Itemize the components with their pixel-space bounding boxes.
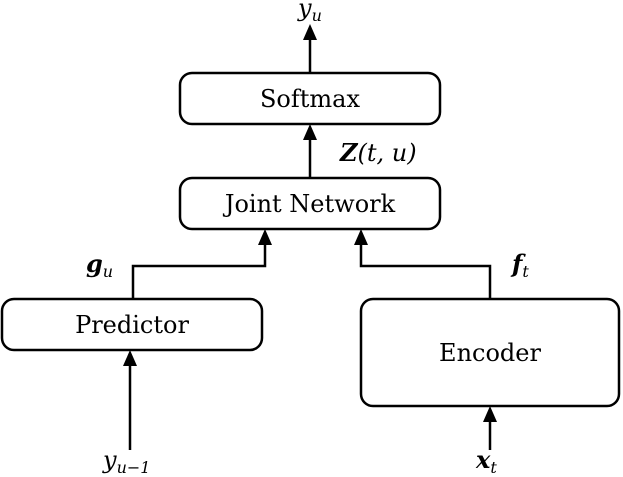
predictor-to-joint-wire [131, 245, 267, 299]
joint-network-label: Joint Network [222, 190, 396, 218]
output-arrowhead [303, 24, 317, 40]
predictor-label: Predictor [75, 311, 189, 339]
joint-network-block [178, 176, 442, 231]
predictor-to-joint-arrowhead [258, 229, 272, 245]
softmax-label: Softmax [260, 85, 360, 113]
predictor-block [0, 297, 264, 352]
encoder-input-arrowhead [483, 406, 497, 422]
softmax-block [178, 71, 442, 126]
joint-to-softmax-arrowhead [303, 124, 317, 140]
encoder-to-joint-wire [359, 245, 492, 299]
output-label: yu [297, 0, 322, 25]
encoder-input-label: xt [475, 445, 497, 477]
encoder-block [359, 297, 621, 408]
predictor-input-label: yu−1 [102, 446, 150, 477]
joint-output-label: Z(t, u) [339, 138, 417, 167]
predictor-output-label: gu [86, 249, 113, 281]
encoder-output-label: ft [510, 249, 529, 281]
encoder-label: Encoder [439, 339, 541, 367]
predictor-input-arrowhead [123, 350, 137, 366]
encoder-to-joint-arrowhead [354, 229, 368, 245]
